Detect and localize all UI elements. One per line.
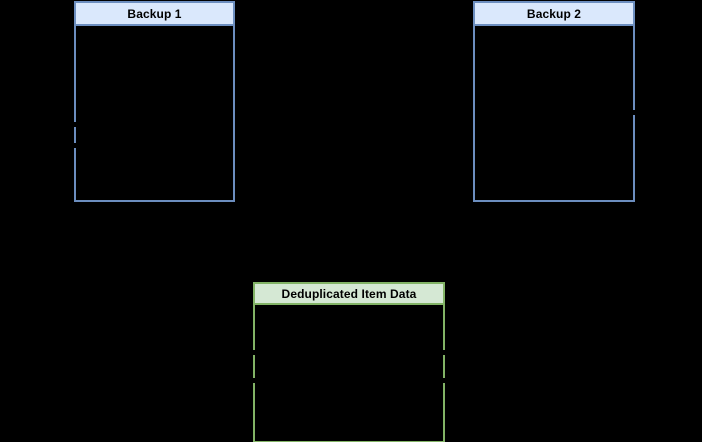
node-backup-2-title: Backup 2 bbox=[475, 3, 633, 26]
node-backup-2-body bbox=[475, 26, 633, 200]
connector-notch-left-lower bbox=[74, 143, 77, 148]
connector-notch-dedup-right-lower bbox=[442, 378, 445, 383]
connector-notch-left-upper bbox=[74, 122, 77, 127]
connector-notch-right bbox=[632, 110, 635, 115]
node-deduplicated-item-data-title: Deduplicated Item Data bbox=[255, 284, 443, 305]
node-backup-1-title: Backup 1 bbox=[76, 3, 233, 26]
connector-notch-dedup-left-lower bbox=[253, 378, 256, 383]
node-deduplicated-item-data-body bbox=[255, 305, 443, 441]
node-backup-2[interactable]: Backup 2 bbox=[473, 1, 635, 202]
node-backup-1-body bbox=[76, 26, 233, 200]
connector-notch-dedup-right-upper bbox=[442, 350, 445, 355]
connector-notch-dedup-left-upper bbox=[253, 350, 256, 355]
node-backup-1[interactable]: Backup 1 bbox=[74, 1, 235, 202]
node-deduplicated-item-data[interactable]: Deduplicated Item Data bbox=[253, 282, 445, 442]
